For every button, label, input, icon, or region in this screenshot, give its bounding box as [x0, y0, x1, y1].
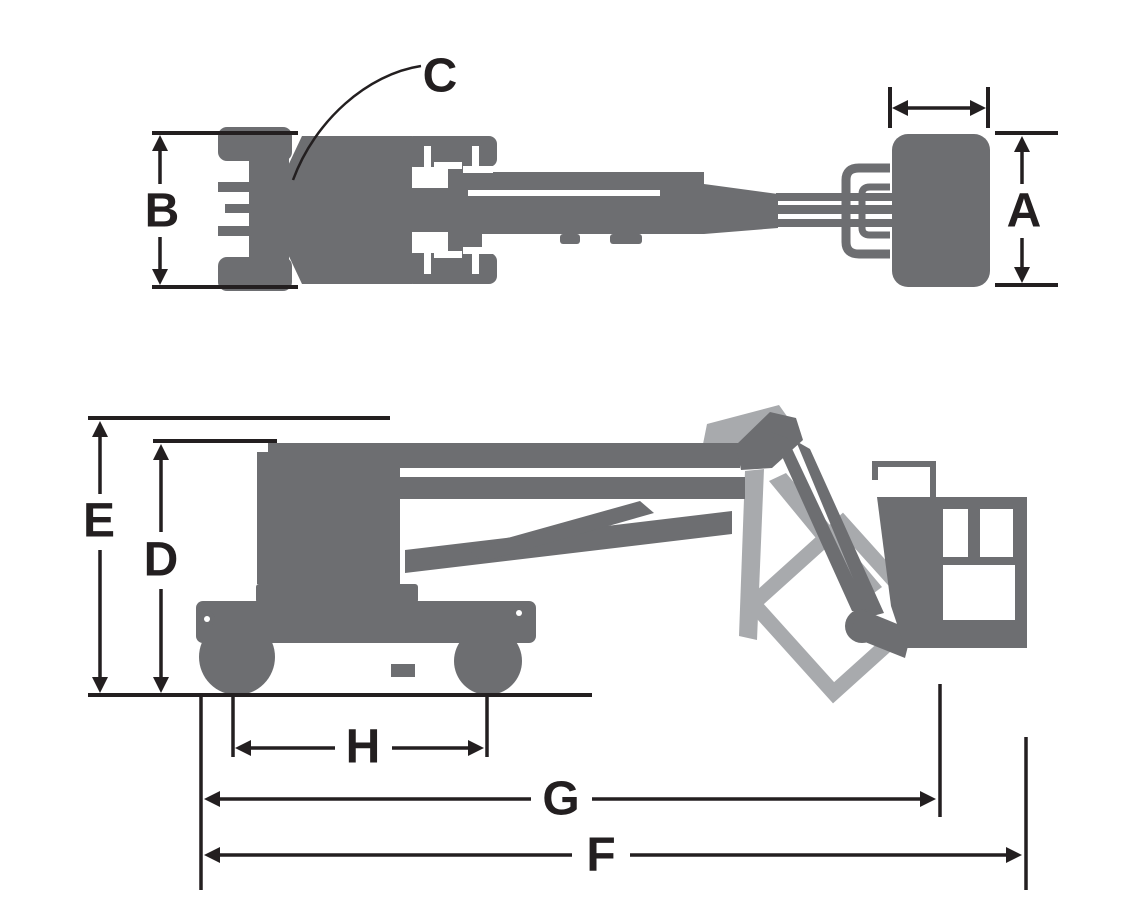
boom-tab-1 — [560, 234, 580, 244]
ghost-platform — [742, 512, 934, 704]
jib-elbow — [736, 412, 803, 470]
dimension-label-g: G — [542, 773, 579, 826]
rear-axle-stubs — [218, 182, 252, 236]
platform-side — [872, 461, 1027, 648]
arrow-down-icon — [1014, 267, 1030, 283]
platform-rail-inner — [858, 183, 890, 239]
turntable-base-side — [256, 584, 418, 603]
boom-brace — [468, 501, 654, 562]
arrow-down-icon — [152, 269, 168, 285]
platform-width-arrow — [888, 87, 990, 128]
axle-detail-cutouts — [424, 146, 493, 274]
arrow-right-icon — [468, 740, 484, 756]
boom-slot — [468, 190, 660, 196]
platform-plan — [892, 134, 990, 287]
platform-guardrail — [872, 461, 936, 497]
chassis-side — [196, 601, 536, 643]
top-view-machine — [218, 127, 990, 291]
dimension-g: G — [204, 684, 942, 826]
dimension-label-e: E — [83, 495, 115, 548]
dimension-f: F — [204, 737, 1028, 890]
turntable-counterweight — [286, 136, 412, 284]
jib-bar-2 — [796, 441, 884, 617]
side-view-machine — [196, 412, 1027, 695]
boom-mid-side — [397, 477, 745, 499]
arrow-up-icon — [1014, 136, 1030, 152]
body-counterweight — [257, 443, 400, 584]
dimension-b: B — [145, 131, 298, 289]
front-wheel-side — [454, 627, 522, 695]
dimension-c: C — [291, 50, 458, 181]
dimension-d: D — [144, 439, 277, 693]
platform-support — [850, 608, 912, 658]
arrow-left-icon — [892, 100, 908, 116]
arrow-left-icon — [204, 791, 220, 807]
dimension-e: E — [83, 416, 390, 693]
arrow-up-icon — [152, 135, 168, 151]
arrow-right-icon — [920, 791, 936, 807]
boom-lower-arm — [405, 511, 732, 573]
boom-mid-plan — [704, 184, 778, 234]
boom-upper-side — [285, 443, 740, 468]
arrow-left-icon — [204, 847, 220, 863]
dimension-label-b: B — [145, 185, 180, 238]
rear-axle-beam — [249, 152, 289, 268]
dimension-h: H — [231, 697, 489, 774]
boom-tab-2 — [610, 234, 642, 244]
arrow-right-icon — [970, 100, 986, 116]
dimension-label-h: H — [346, 721, 381, 774]
arrow-right-icon — [1006, 847, 1022, 863]
arrow-up-icon — [92, 421, 108, 437]
dimension-label-a: A — [1007, 185, 1042, 238]
leader-line — [291, 64, 422, 181]
arrow-left-icon — [235, 740, 251, 756]
dimension-a: A — [995, 131, 1058, 287]
chassis-step — [391, 664, 415, 677]
chassis-link — [408, 188, 460, 232]
arrow-up-icon — [153, 444, 169, 460]
arrow-down-icon — [92, 677, 108, 693]
dimension-label-d: D — [144, 534, 179, 587]
dimension-label-c: C — [423, 50, 458, 103]
platform-rail-outer — [841, 163, 890, 259]
boom-base-plan — [452, 172, 704, 234]
arrow-down-icon — [153, 677, 169, 693]
top-view: B C A — [145, 50, 1058, 291]
jib-bar-1 — [771, 432, 869, 612]
side-view: E D H G — [83, 405, 1028, 890]
dimension-label-f: F — [586, 829, 615, 882]
